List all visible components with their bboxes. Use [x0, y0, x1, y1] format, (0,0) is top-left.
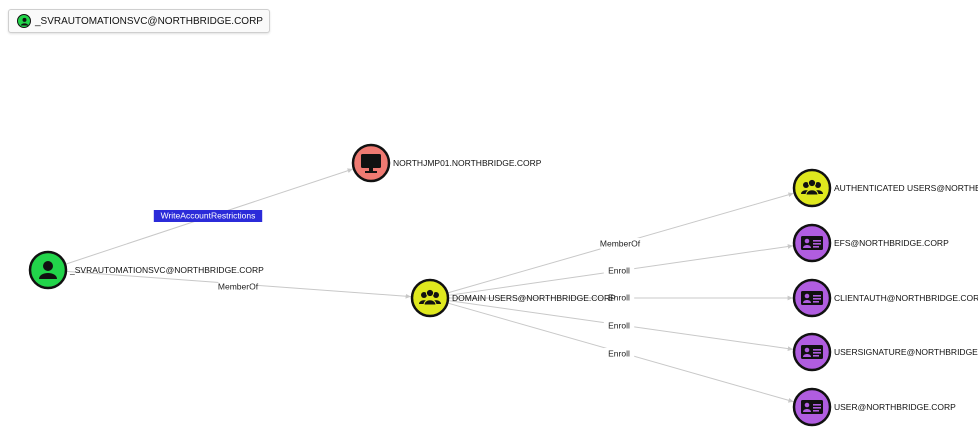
- edge-label[interactable]: Enroll: [608, 292, 630, 302]
- edge-label-highlight: [153, 210, 263, 222]
- group-icon: [419, 288, 441, 306]
- node-circle[interactable]: [792, 168, 832, 208]
- edge-label-bg: [603, 320, 635, 332]
- node-circle[interactable]: [410, 278, 450, 318]
- selected-node-name: _SVRAUTOMATIONSVC@NORTHBRIDGE.CORP: [35, 15, 263, 27]
- node-svc[interactable]: _SVRAUTOMATIONSVC@NORTHBRIDGE.CORP: [28, 250, 264, 290]
- edge-du-us[interactable]: Enroll: [447, 300, 794, 351]
- edge-label-bg: [603, 265, 635, 277]
- edge-label-bg: [603, 292, 635, 304]
- node-jmp[interactable]: NORTHJMP01.NORTHBRIDGE.CORP: [351, 143, 542, 183]
- edge-label-bg: [218, 281, 258, 293]
- node-user[interactable]: USER@NORTHBRIDGE.CORP: [792, 387, 956, 427]
- edge-du-efs[interactable]: Enroll: [447, 244, 794, 296]
- edge-label[interactable]: Enroll: [608, 320, 630, 330]
- id-card-icon: [801, 400, 823, 414]
- selected-node-chip[interactable]: _SVRAUTOMATIONSVC@NORTHBRIDGE.CORP: [8, 9, 270, 33]
- node-efs[interactable]: EFS@NORTHBRIDGE.CORP: [792, 223, 949, 263]
- id-card-icon: [801, 291, 823, 305]
- node-du[interactable]: DOMAIN USERS@NORTHBRIDGE.CORP: [410, 278, 616, 318]
- edge-du-au[interactable]: MemberOf: [447, 192, 794, 294]
- node-label: USERSIGNATURE@NORTHBRIDGE.C: [834, 347, 978, 357]
- edge-du-user[interactable]: Enroll: [447, 302, 794, 403]
- edge-label[interactable]: Enroll: [608, 265, 630, 275]
- node-us[interactable]: USERSIGNATURE@NORTHBRIDGE.C: [792, 332, 978, 372]
- group-icon: [801, 178, 823, 196]
- node-label: EFS@NORTHBRIDGE.CORP: [834, 238, 949, 248]
- edge-label-bg: [603, 348, 635, 360]
- edge-label[interactable]: MemberOf: [218, 281, 259, 291]
- edge-du-ca[interactable]: Enroll: [448, 292, 793, 304]
- user-icon: [39, 261, 57, 279]
- node-label: USER@NORTHBRIDGE.CORP: [834, 402, 956, 412]
- node-ca[interactable]: CLIENTAUTH@NORTHBRIDGE.CORP: [792, 278, 978, 318]
- edge-label-bg: [600, 238, 640, 250]
- edge-svc-jmp[interactable]: WriteAccountRestrictions: [64, 168, 354, 265]
- edge-label[interactable]: Enroll: [608, 348, 630, 358]
- edge-svc-du[interactable]: MemberOf: [65, 270, 412, 299]
- monitor-icon: [361, 154, 381, 173]
- edge-label[interactable]: WriteAccountRestrictions: [161, 210, 256, 220]
- node-au[interactable]: AUTHENTICATED USERS@NORTHBI: [792, 168, 978, 208]
- edge-label[interactable]: MemberOf: [600, 238, 641, 248]
- id-card-icon: [801, 345, 823, 359]
- node-label: CLIENTAUTH@NORTHBRIDGE.CORP: [834, 293, 978, 303]
- node-label: DOMAIN USERS@NORTHBRIDGE.CORP: [452, 293, 616, 303]
- node-label: _SVRAUTOMATIONSVC@NORTHBRIDGE.CORP: [69, 265, 264, 275]
- node-label: NORTHJMP01.NORTHBRIDGE.CORP: [393, 158, 542, 168]
- user-icon: [17, 14, 31, 28]
- id-card-icon: [801, 236, 823, 250]
- node-label: AUTHENTICATED USERS@NORTHBI: [834, 183, 978, 193]
